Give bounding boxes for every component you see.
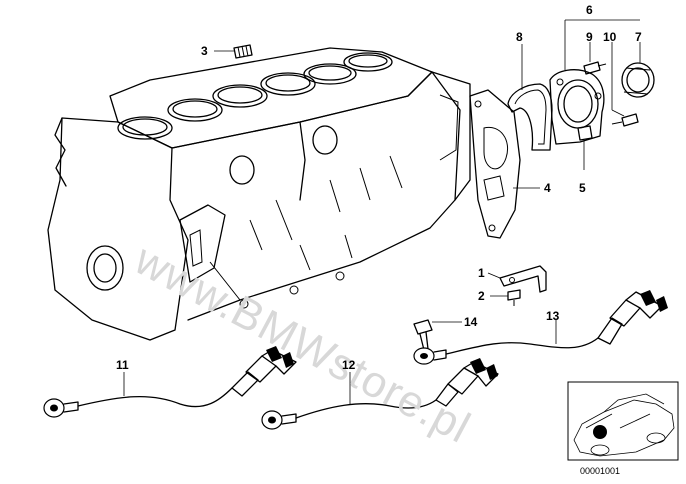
label-part-5: 5: [579, 181, 586, 195]
label-part-13: 13: [546, 309, 560, 323]
label-part-14: 14: [464, 315, 478, 329]
engine-block: [47, 47, 471, 341]
seal-ring-7: [621, 42, 655, 98]
label-part-2: 2: [478, 289, 485, 303]
label-part-1: 1: [478, 266, 485, 280]
label-part-10: 10: [603, 30, 617, 44]
knock-sensor-12: [261, 358, 499, 430]
screw-2: [490, 289, 521, 306]
label-part-11: 11: [116, 358, 129, 372]
rear-gasket-8: [507, 44, 553, 151]
bolt-9: [583, 42, 607, 75]
knock-sensor-13: [413, 290, 668, 365]
bracket-1: [487, 265, 547, 293]
label-part-7: 7: [635, 30, 642, 44]
bolt-14: [413, 319, 462, 351]
dowel-5: [577, 125, 593, 170]
bolt-10: [611, 42, 639, 127]
gasket-4: [469, 89, 540, 239]
stud-3: [214, 44, 253, 59]
vehicle-location-inset: [567, 381, 679, 461]
cover-6: [549, 19, 640, 145]
label-part-9: 9: [586, 30, 593, 44]
knock-sensor-11: [43, 346, 297, 418]
label-part-4: 4: [544, 181, 551, 195]
reference-number: 00001001: [580, 466, 621, 476]
label-part-3: 3: [201, 44, 208, 58]
label-part-12: 12: [342, 358, 356, 372]
label-part-6: 6: [586, 3, 593, 17]
label-part-8: 8: [516, 30, 523, 44]
